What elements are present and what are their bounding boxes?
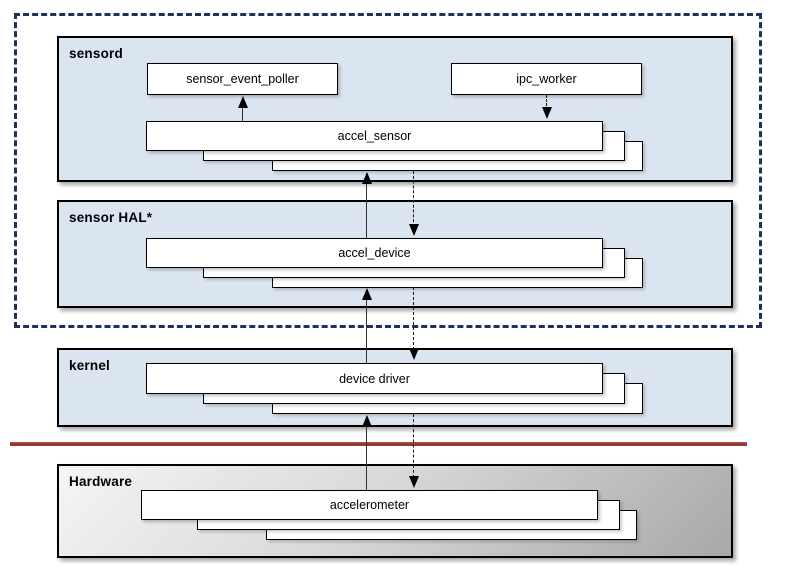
process-boundary-dashed-frame	[14, 13, 762, 328]
box-accel-device-label: accel_device	[338, 246, 411, 260]
box-accel-sensor-label: accel_sensor	[337, 129, 412, 143]
layer-hardware-label: Hardware	[69, 474, 133, 489]
layer-sensord-label: sensord	[69, 46, 123, 61]
box-sensor-event-poller-label: sensor_event_poller	[186, 72, 299, 86]
box-ipc-worker: ipc_worker	[451, 63, 642, 95]
box-sensor-event-poller: sensor_event_poller	[147, 63, 338, 95]
box-accel-device: accel_device	[146, 238, 603, 268]
layer-sensor-hal-label: sensor HAL*	[69, 210, 153, 225]
box-accel-sensor: accel_sensor	[146, 121, 603, 151]
box-ipc-worker-label: ipc_worker	[516, 72, 577, 86]
box-accelerometer: accelerometer	[141, 490, 598, 520]
box-accelerometer-label: accelerometer	[329, 498, 410, 512]
box-device-driver: device driver	[146, 363, 603, 394]
layer-kernel-label: kernel	[69, 358, 110, 373]
hardware-separator-line	[10, 442, 747, 446]
box-device-driver-label: device driver	[339, 371, 410, 386]
